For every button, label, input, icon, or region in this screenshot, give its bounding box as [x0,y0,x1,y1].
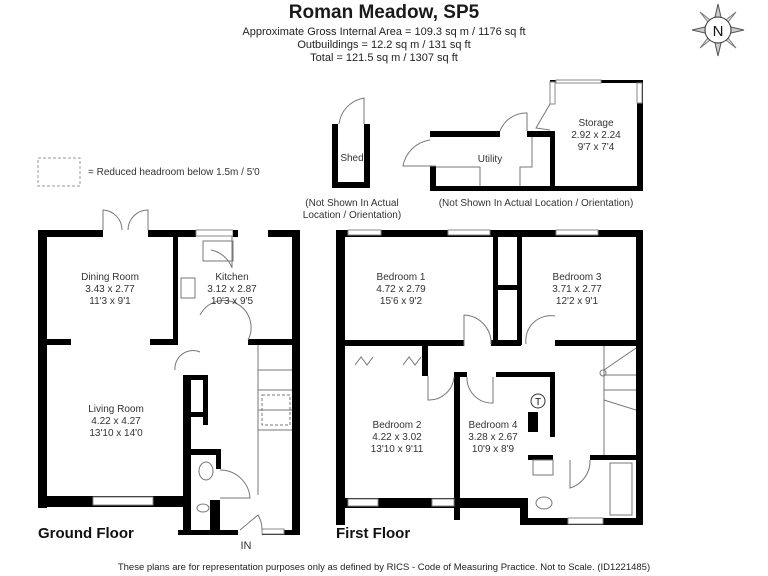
living-room-imperial: 13'10 x 14'0 [89,428,143,439]
bedroom-2-label: Bedroom 2 [373,420,422,431]
bedroom-1-imperial: 15'6 x 9'2 [380,296,423,307]
bedroom-4-label: Bedroom 4 [469,420,518,431]
bedroom-3-imperial: 12'2 x 9'1 [556,296,599,307]
compass-icon: N [691,3,745,57]
compass-north-label: N [713,23,724,40]
dining-room-imperial: 11'3 x 9'1 [89,296,131,307]
bedroom-1-metric: 4.72 x 2.79 [376,284,426,295]
gross-area-text: Approximate Gross Internal Area = 109.3 … [242,26,526,38]
shed-outbuilding: Shed (Not Shown In Actual Location / Ori… [303,97,401,221]
ground-floor-plan: Dining Room 3.43 x 2.77 11'3 x 9'1 Kitch… [38,209,300,552]
storage-label: Storage [578,118,613,129]
kitchen-metric: 3.12 x 2.87 [207,284,257,295]
bedroom-4-imperial: 10'9 x 8'9 [472,444,515,455]
bedroom-3-label: Bedroom 3 [553,272,602,283]
page-title: Roman Meadow, SP5 [288,2,480,23]
bedroom-2-metric: 4.22 x 3.02 [372,432,422,443]
first-floor-label: First Floor [336,525,410,542]
kitchen-imperial: 10'3 x 9'5 [211,296,254,307]
reduced-headroom-swatch [37,157,81,187]
bedroom-1-label: Bedroom 1 [377,272,426,283]
shed-label: Shed [340,153,363,164]
shed-location-note-2: Location / Orientation) [303,210,401,221]
outbuildings-location-note: (Not Shown In Actual Location / Orientat… [439,198,634,209]
bedroom-3-metric: 3.71 x 2.77 [552,284,602,295]
dining-room-label: Dining Room [81,272,139,283]
tank-cupboard-tag: T [535,397,541,408]
reduced-headroom-legend: = Reduced headroom below 1.5m / 5'0 [88,167,260,178]
utility-label: Utility [478,154,502,165]
utility-storage-outbuilding: Utility Storage 2.92 x 2.24 9'7 x 7'4 (N… [402,79,643,209]
living-room-label: Living Room [88,404,144,415]
bedroom-2-imperial: 13'10 x 9'11 [371,444,424,455]
shed-location-note-1: (Not Shown In Actual [305,198,398,209]
kitchen-label: Kitchen [215,272,248,283]
entrance-label: IN [241,540,252,552]
outbuildings-area-text: Outbuildings = 12.2 sq m / 131 sq ft [297,39,471,51]
living-room-metric: 4.22 x 4.27 [91,416,141,427]
total-area-text: Total = 121.5 sq m / 1307 sq ft [310,52,458,64]
storage-metric: 2.92 x 2.24 [571,130,621,141]
dining-room-metric: 3.43 x 2.77 [85,284,135,295]
storage-imperial: 9'7 x 7'4 [578,142,615,153]
first-floor-plan: T Bedroom 1 4.72 x 2.79 15'6 x 9'2 Bedro… [336,229,643,542]
disclaimer: These plans are for representation purpo… [118,562,650,573]
bedroom-4-metric: 3.28 x 2.67 [468,432,518,443]
ground-floor-label: Ground Floor [38,525,134,542]
